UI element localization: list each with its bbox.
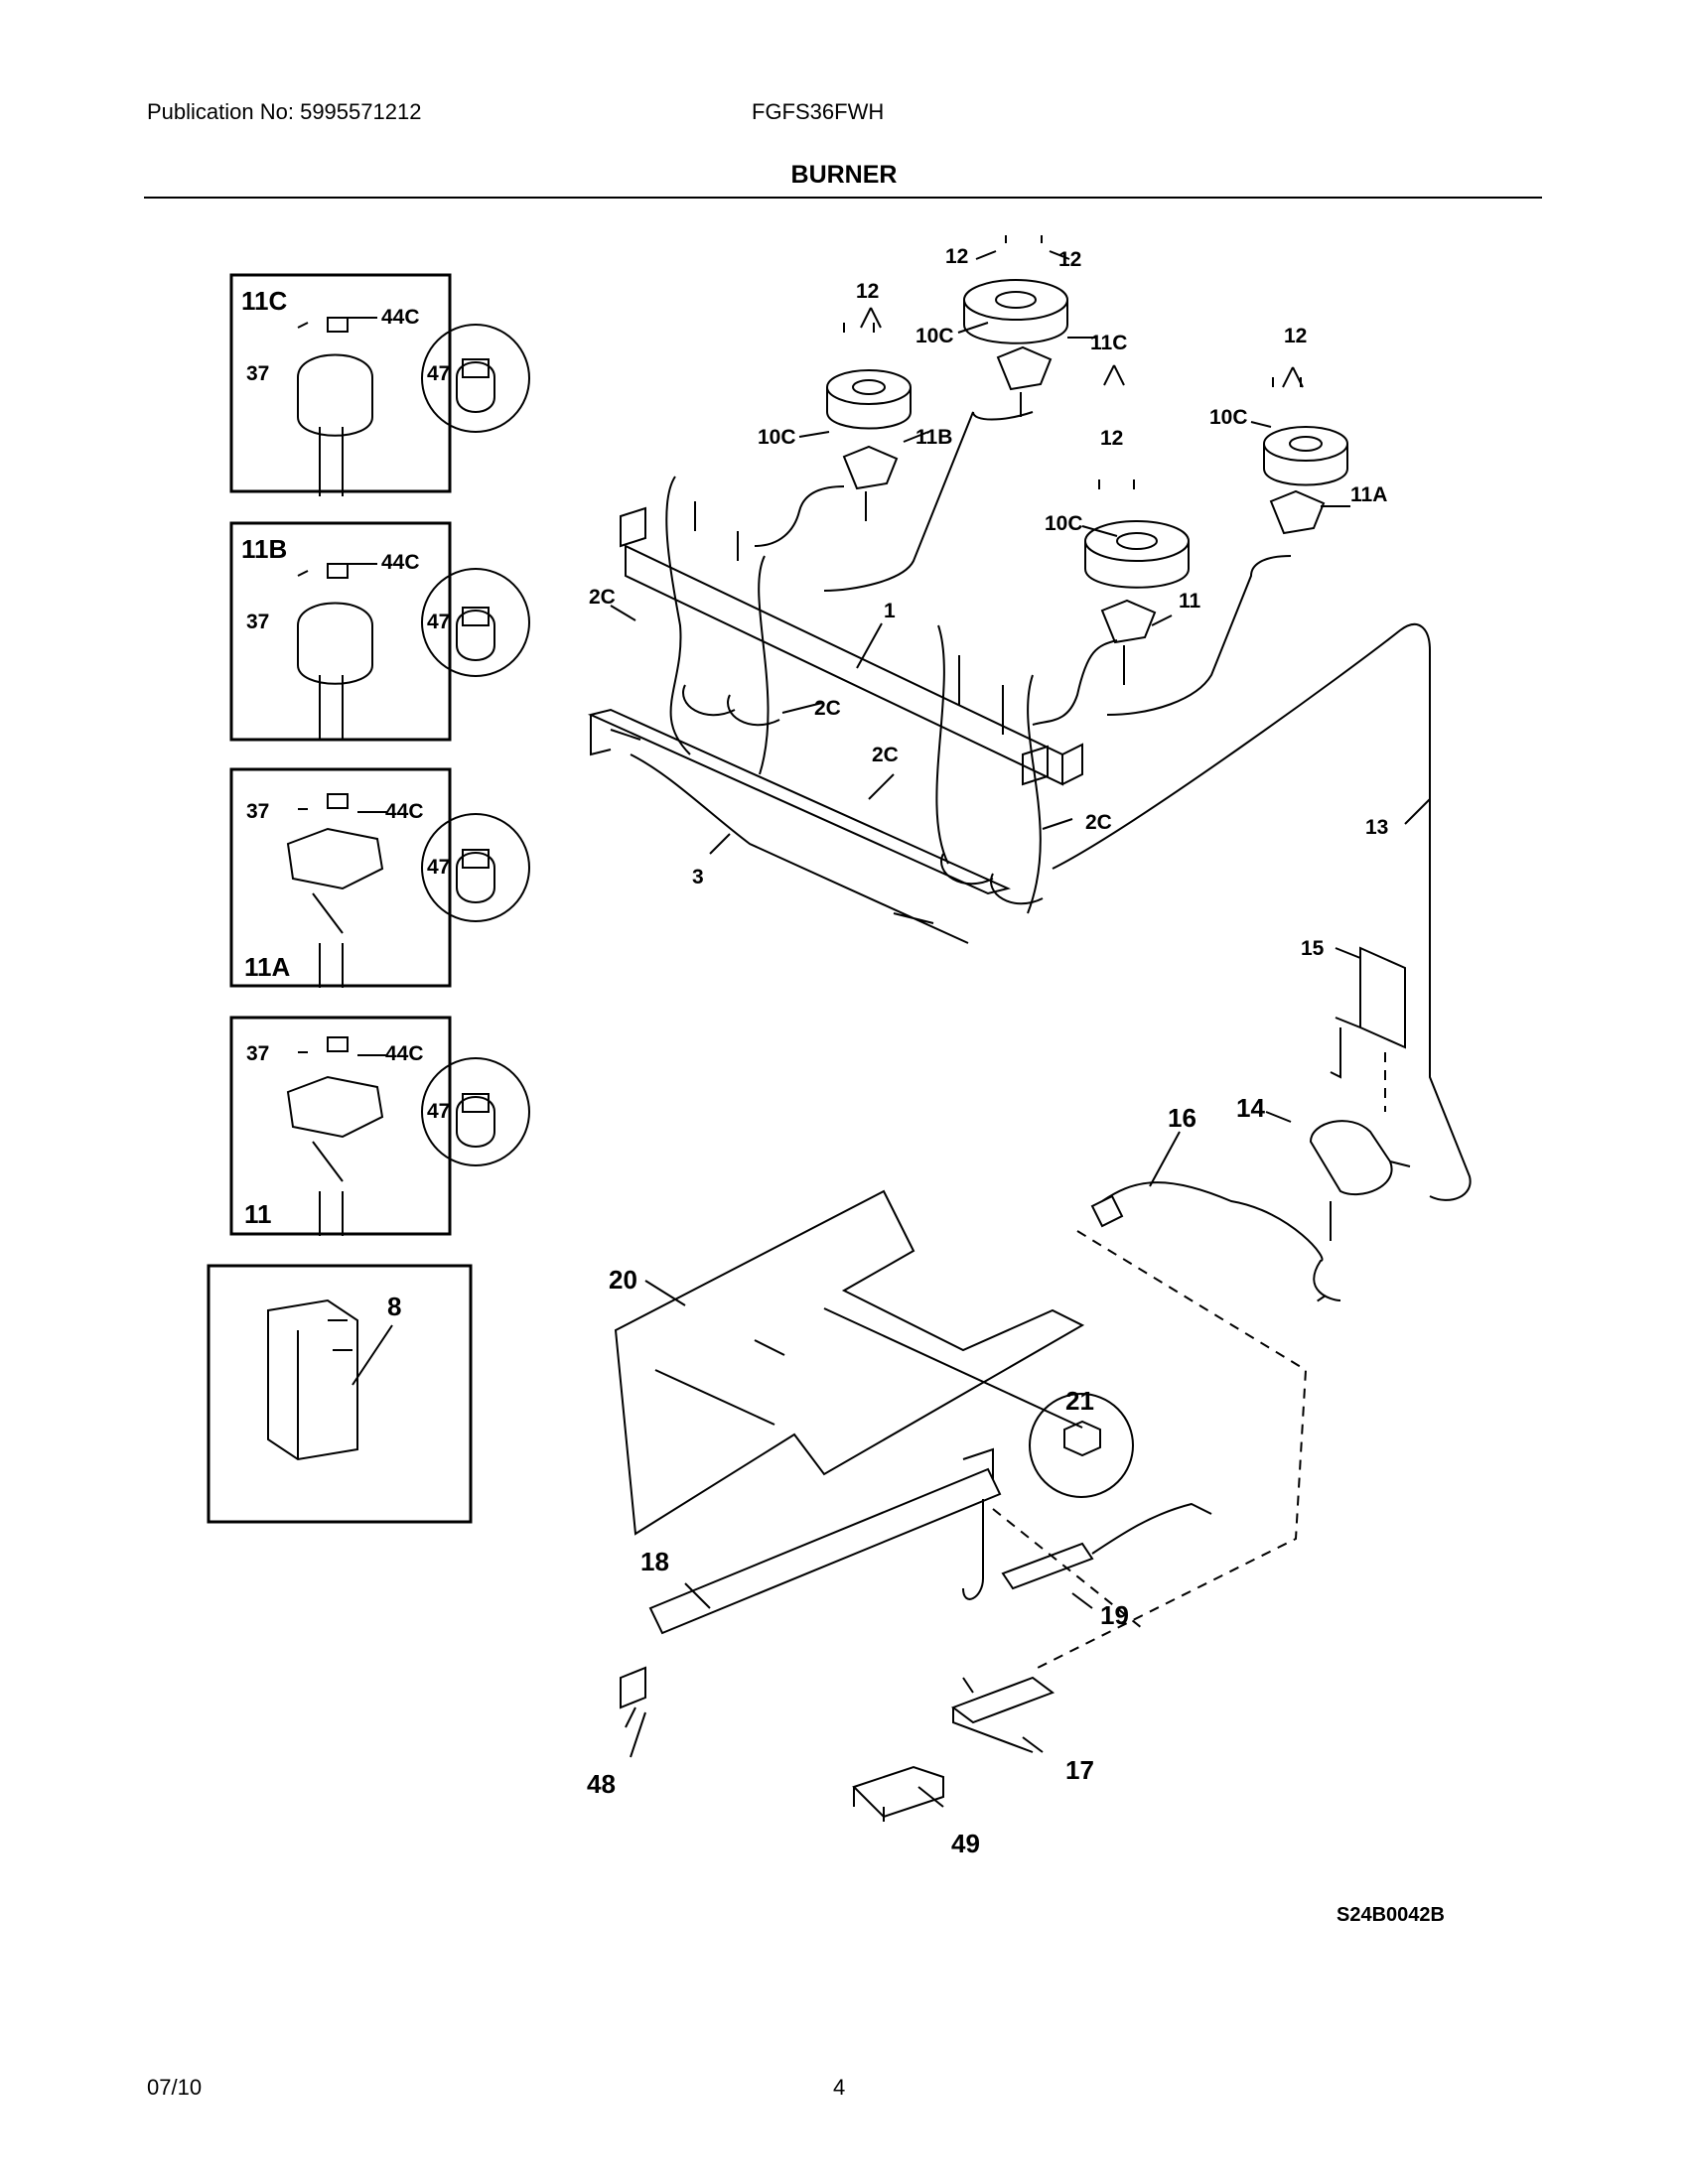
label-2C-c: 2C xyxy=(872,744,899,766)
label-20: 20 xyxy=(609,1265,637,1295)
oven-burner xyxy=(648,1447,1002,1635)
label-12-e: 12 xyxy=(1284,325,1307,347)
label-16: 16 xyxy=(1168,1103,1196,1133)
screws xyxy=(694,235,1302,735)
front-bracket xyxy=(587,708,1012,944)
nut-callout xyxy=(1029,1393,1134,1498)
label-11B: 11B xyxy=(915,426,952,449)
label-15: 15 xyxy=(1301,937,1325,960)
section-title: BURNER xyxy=(790,161,898,189)
leader-lines xyxy=(297,250,1431,1808)
label-49: 49 xyxy=(951,1829,980,1858)
inset-orifice-11C: 47 xyxy=(427,362,450,385)
label-12-a: 12 xyxy=(945,245,968,268)
label-2C-a: 2C xyxy=(589,586,616,609)
title-rule xyxy=(144,197,1542,199)
manifold-assembly xyxy=(620,506,1083,905)
publication-number: Publication No: 5995571212 xyxy=(147,99,422,124)
dashed-leaders xyxy=(992,1052,1386,1669)
inset-11 xyxy=(229,1016,530,1236)
label-12-d: 12 xyxy=(1100,427,1123,450)
inset-screw-11B: 37 xyxy=(246,611,269,633)
supply-tube xyxy=(1052,622,1472,1201)
inset-id-11C: 11C xyxy=(241,286,287,316)
inset-screw-11: 37 xyxy=(246,1042,269,1065)
igniter-inset-label: 8 xyxy=(387,1292,401,1321)
page-number: 4 xyxy=(833,2075,846,2100)
label-10C-c: 10C xyxy=(1209,406,1248,429)
label-21: 21 xyxy=(1065,1386,1094,1416)
inset-id-11: 11 xyxy=(244,1199,272,1229)
label-2C-d: 2C xyxy=(1085,811,1112,834)
clip-48 xyxy=(620,1666,646,1728)
label-1: 1 xyxy=(884,600,896,622)
inset-cap-11A: 44C xyxy=(385,800,424,823)
igniter-inset xyxy=(207,1264,473,1524)
model-number: FGFS36FWH xyxy=(752,99,885,124)
label-10C-d: 10C xyxy=(1045,512,1083,535)
label-14: 14 xyxy=(1236,1093,1265,1123)
label-48: 48 xyxy=(587,1769,616,1799)
label-13: 13 xyxy=(1365,816,1388,839)
diagram-code: S24B0042B xyxy=(1336,1904,1445,1926)
burner-right xyxy=(1263,426,1348,535)
inset-11A xyxy=(229,767,530,988)
valve-bracket xyxy=(852,1765,944,1822)
regulator-bracket xyxy=(1330,946,1406,1079)
inset-id-11A: 11A xyxy=(244,952,290,982)
flex-line xyxy=(1090,1181,1341,1301)
label-12-b: 12 xyxy=(1058,248,1081,271)
inset-screw-11A: 37 xyxy=(246,800,269,823)
label-11A: 11A xyxy=(1350,483,1387,506)
label-10C-a: 10C xyxy=(915,325,954,347)
oven-igniter xyxy=(1001,1502,1212,1590)
ignition-wires xyxy=(665,476,1042,914)
label-3: 3 xyxy=(692,866,704,888)
burner-rear-center xyxy=(963,279,1068,417)
inset-orifice-11B: 47 xyxy=(427,611,450,633)
label-11C: 11C xyxy=(1090,332,1127,354)
label-18: 18 xyxy=(640,1547,669,1576)
label-12-c: 12 xyxy=(856,280,879,303)
inset-cap-11: 44C xyxy=(385,1042,424,1065)
burner-rear-left xyxy=(826,369,912,521)
inset-screw-11C: 37 xyxy=(246,362,269,385)
burner-tubes xyxy=(754,411,1292,726)
label-17: 17 xyxy=(1065,1755,1094,1785)
inset-id-11B: 11B xyxy=(241,534,287,564)
label-2C-b: 2C xyxy=(814,697,841,720)
inset-orifice-11: 47 xyxy=(427,1100,450,1123)
regulator xyxy=(1309,1120,1411,1241)
inset-11C xyxy=(229,273,530,496)
inset-11B xyxy=(229,521,530,742)
label-10C-b: 10C xyxy=(758,426,796,449)
burner-front-center xyxy=(1084,520,1190,685)
inset-cap-11C: 44C xyxy=(381,306,420,329)
footer-date: 07/10 xyxy=(147,2075,203,2100)
label-11: 11 xyxy=(1179,590,1201,613)
inset-orifice-11A: 47 xyxy=(427,856,450,879)
baffle xyxy=(614,1189,1085,1536)
oven-valve xyxy=(950,1676,1055,1753)
inset-cap-11B: 44C xyxy=(381,551,420,574)
label-19: 19 xyxy=(1100,1600,1129,1630)
